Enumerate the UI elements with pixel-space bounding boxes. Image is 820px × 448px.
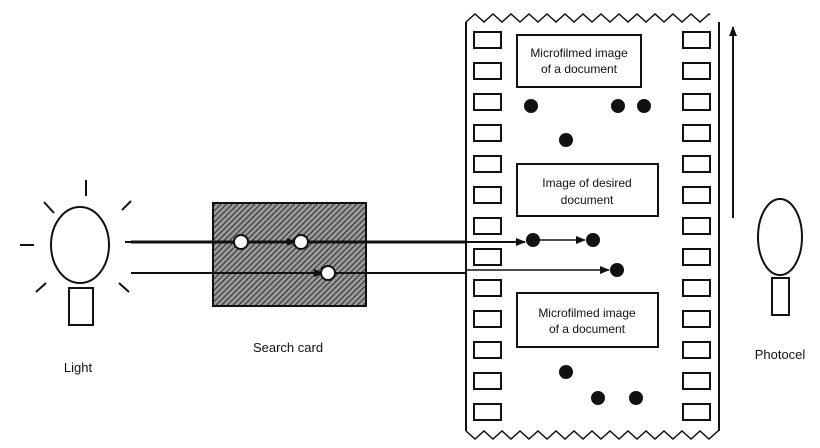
frame-2-line-1: Image of desired <box>542 176 631 190</box>
frame-3-line-2: of a document <box>549 322 626 336</box>
frame-2-line-2: document <box>561 193 614 207</box>
code-dot <box>524 99 538 113</box>
sprocket-hole <box>682 93 711 111</box>
film-outline <box>465 22 720 431</box>
code-dot <box>637 99 651 113</box>
frame-1-line-1: Microfilmed image <box>530 46 628 60</box>
sprocket-hole <box>473 372 502 390</box>
film-top-tear <box>465 12 711 24</box>
sprocket-hole <box>473 31 502 49</box>
sprocket-hole <box>682 310 711 328</box>
photocell <box>757 198 803 316</box>
code-dots <box>524 99 651 405</box>
search-card-label: Search card <box>253 340 323 355</box>
frame-1-line-2: of a document <box>541 62 618 76</box>
sprocket-hole <box>473 62 502 80</box>
sprocket-hole <box>682 31 711 49</box>
sprocket-hole <box>682 248 711 266</box>
code-dot <box>591 391 605 405</box>
code-dot <box>586 233 600 247</box>
microfilm-strip: Microfilmed image of a document Image of… <box>465 12 720 441</box>
light-bulb <box>20 180 140 326</box>
photocell-glass <box>757 198 803 276</box>
card-hole <box>233 234 249 250</box>
code-dot <box>559 365 573 379</box>
frame-1-box <box>516 34 642 88</box>
sprocket-hole <box>682 155 711 173</box>
code-dot <box>611 99 625 113</box>
card-hole <box>293 234 309 250</box>
light-label: Light <box>64 360 93 375</box>
sprocket-hole <box>682 124 711 142</box>
sprocket-hole <box>473 124 502 142</box>
sprocket-hole <box>473 403 502 421</box>
code-dot <box>526 233 540 247</box>
card-hole <box>320 265 336 281</box>
sprocket-hole <box>473 341 502 359</box>
bulb-glass <box>50 206 110 284</box>
sprocket-hole <box>682 279 711 297</box>
film-bottom-tear <box>465 429 720 441</box>
sprocket-hole <box>473 93 502 111</box>
sprocket-hole <box>473 217 502 235</box>
code-dot <box>610 263 624 277</box>
sprocket-hole <box>682 62 711 80</box>
code-dot <box>629 391 643 405</box>
sprocket-holes <box>473 31 711 421</box>
sprocket-hole <box>682 341 711 359</box>
frame-3-line-1: Microfilmed image <box>538 306 636 320</box>
code-dot <box>559 133 573 147</box>
sprocket-hole <box>473 248 502 266</box>
frame-2-box <box>516 163 659 217</box>
sprocket-hole <box>473 279 502 297</box>
photocell-label: Photocel <box>755 347 806 362</box>
card-holes <box>233 234 336 281</box>
sprocket-hole <box>473 310 502 328</box>
sprocket-hole <box>473 155 502 173</box>
photocell-base <box>771 277 790 316</box>
sprocket-hole <box>682 186 711 204</box>
sprocket-hole <box>473 186 502 204</box>
search-card <box>212 202 367 307</box>
sprocket-hole <box>682 372 711 390</box>
sprocket-hole <box>682 403 711 421</box>
frame-3-box <box>516 292 659 348</box>
sprocket-hole <box>682 217 711 235</box>
bulb-base <box>68 287 94 326</box>
